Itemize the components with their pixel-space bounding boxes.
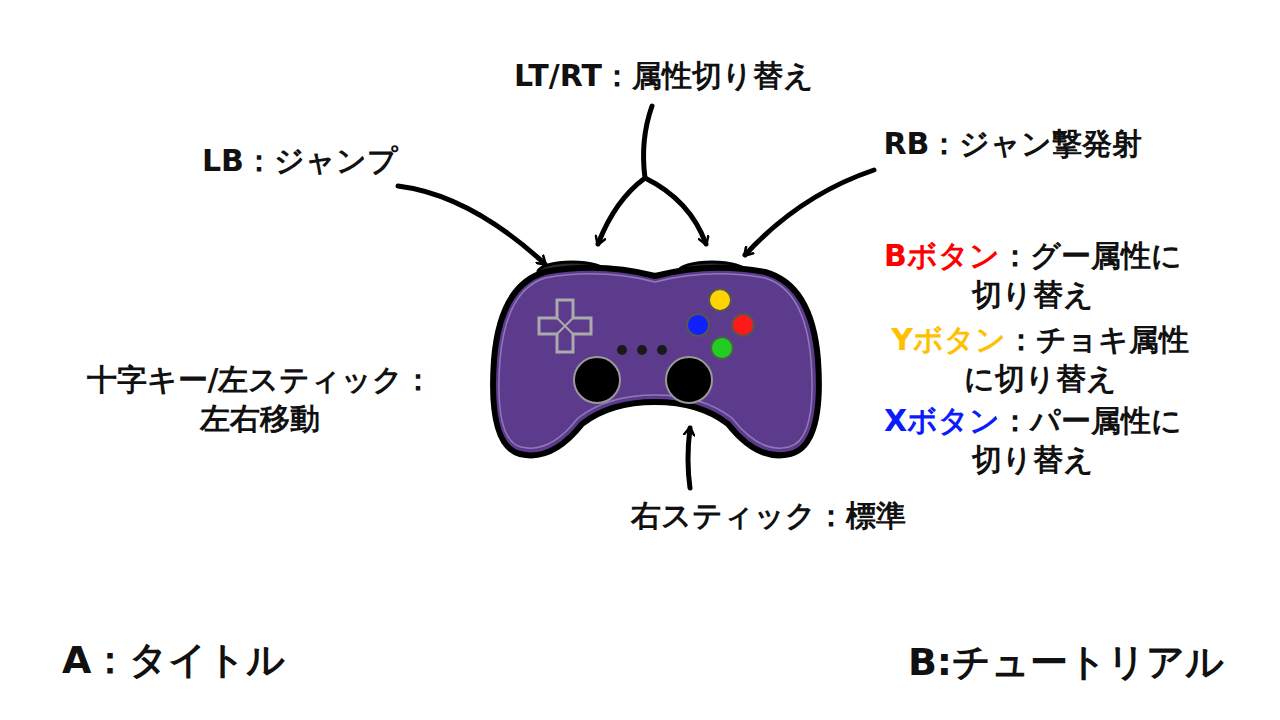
d-pad (539, 300, 591, 352)
control-label: LT/RT：属性切り替え (514, 58, 814, 93)
control-label: Xボタン (884, 403, 1000, 438)
leader-arrow (745, 170, 874, 255)
blue-button (687, 314, 709, 336)
label-group: B:チュートリアル (866, 638, 1266, 687)
yellow-button (709, 289, 731, 311)
leader-arrow (688, 428, 690, 488)
right-stick (666, 357, 712, 403)
control-label: LB：ジャンプ (202, 143, 398, 178)
control-label: RB：ジャン撃発射 (884, 126, 1143, 161)
red-button (732, 314, 754, 336)
label-group: 十字キー/左スティック： 左右移動 (60, 360, 460, 438)
left-stick (574, 357, 620, 403)
control-label: A：タイトル (62, 638, 285, 682)
label-group: 右スティック：標準 (558, 496, 978, 535)
center-dot (657, 345, 667, 355)
label-group: Yボタン：チョキ属性 に切り替え (860, 320, 1220, 398)
label-group: Xボタン：パー属性に 切り替え (853, 401, 1213, 479)
leader-arrow (398, 186, 545, 264)
control-label: 十字キー/左スティック： 左右移動 (87, 362, 434, 436)
label-group: Bボタン：グー属性に 切り替え (853, 236, 1213, 314)
control-label: B:チュートリアル (908, 640, 1224, 684)
control-label: ：グー属性に 切り替え (972, 238, 1182, 312)
leader-arrow (598, 106, 652, 244)
d-pad-lines (557, 318, 573, 334)
center-dot (637, 345, 647, 355)
control-label: 右スティック：標準 (631, 498, 906, 533)
label-group: LT/RT：属性切り替え (404, 56, 924, 95)
leader-arrow (645, 178, 706, 244)
label-group: A：タイトル (62, 636, 462, 685)
body-highlight (499, 274, 812, 448)
control-label: ：パー属性に 切り替え (972, 403, 1182, 477)
controller-body (493, 268, 819, 456)
control-label: Yボタン (891, 322, 1006, 357)
label-group: LB：ジャンプ (140, 141, 460, 180)
green-button (711, 337, 733, 359)
label-group: RB：ジャン撃発射 (823, 124, 1203, 163)
control-label: Bボタン (884, 238, 1000, 273)
center-dot (617, 345, 627, 355)
